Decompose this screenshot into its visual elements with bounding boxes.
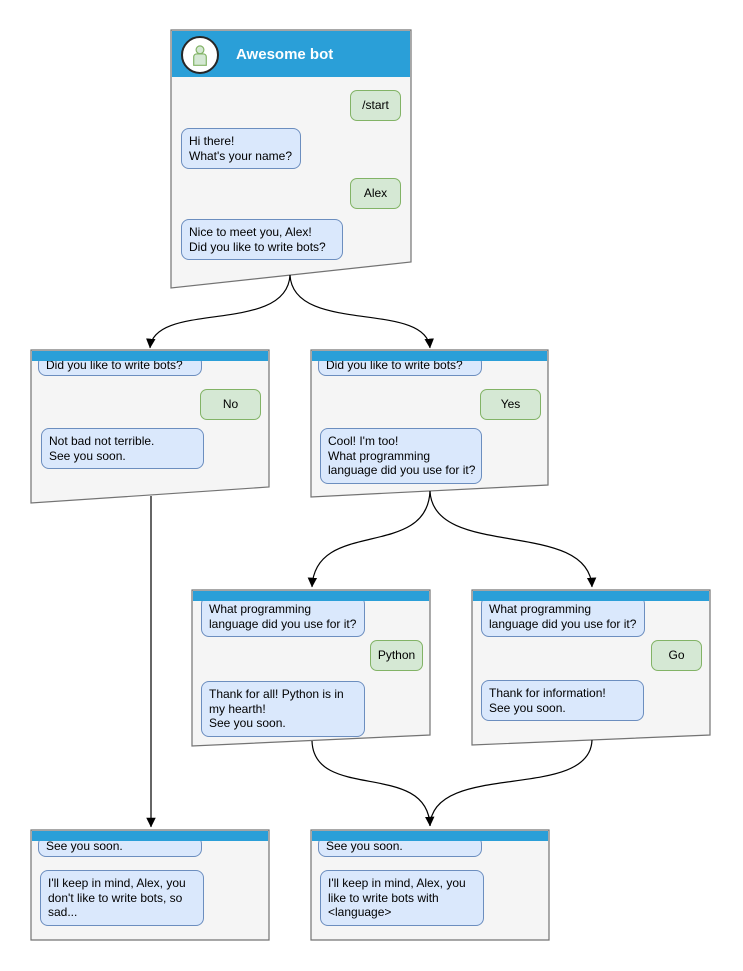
connector-yes-to-python (307, 490, 431, 588)
lang-go-titlebar (473, 591, 709, 601)
user-message-bubble: No (200, 389, 261, 420)
connector-go-to-end (429, 739, 593, 827)
branch-no-titlebar (32, 351, 268, 361)
bot-message-bubble: Hi there! What's your name? (181, 128, 301, 170)
end-no-titlebar (32, 831, 268, 841)
bot-message-bubble: Thank for information! See you soon. (481, 680, 644, 722)
user-message-bubble: Go (651, 640, 702, 671)
bot-message-bubble: Not bad not terrible. See you soon. (41, 428, 204, 470)
connector-main-to-yes (289, 274, 434, 349)
connector-main-to-no (146, 274, 291, 349)
person-icon (193, 45, 207, 66)
user-message-bubble: Alex (350, 178, 401, 209)
lang-python-titlebar (193, 591, 429, 601)
bot-message-bubble: I'll keep in mind, Alex, you like to wri… (320, 870, 484, 926)
end-yes-titlebar (312, 831, 548, 841)
connector-yes-to-go (429, 490, 597, 588)
bot-message-bubble: What programming language did you use fo… (481, 596, 645, 638)
bot-message-bubble: What programming language did you use fo… (201, 596, 365, 638)
bot-message-bubble: See you soon. (318, 836, 482, 857)
bot-message-bubble: Cool! I'm too! What programming language… (320, 428, 482, 484)
bot-message-bubble: I'll keep in mind, Alex, you don't like … (40, 870, 204, 926)
user-message-bubble: Python (370, 640, 423, 671)
bot-message-bubble: Thank for all! Python is in my hearth! S… (201, 681, 365, 737)
branch-yes-titlebar (312, 351, 547, 361)
user-message-bubble: Yes (480, 389, 541, 420)
connector-python-to-end (311, 740, 435, 827)
bot-avatar (181, 36, 219, 74)
bot-title: Awesome bot (236, 45, 334, 63)
bot-message-bubble: Nice to meet you, Alex! Did you like to … (181, 219, 343, 261)
user-message-bubble: /start (350, 90, 401, 121)
